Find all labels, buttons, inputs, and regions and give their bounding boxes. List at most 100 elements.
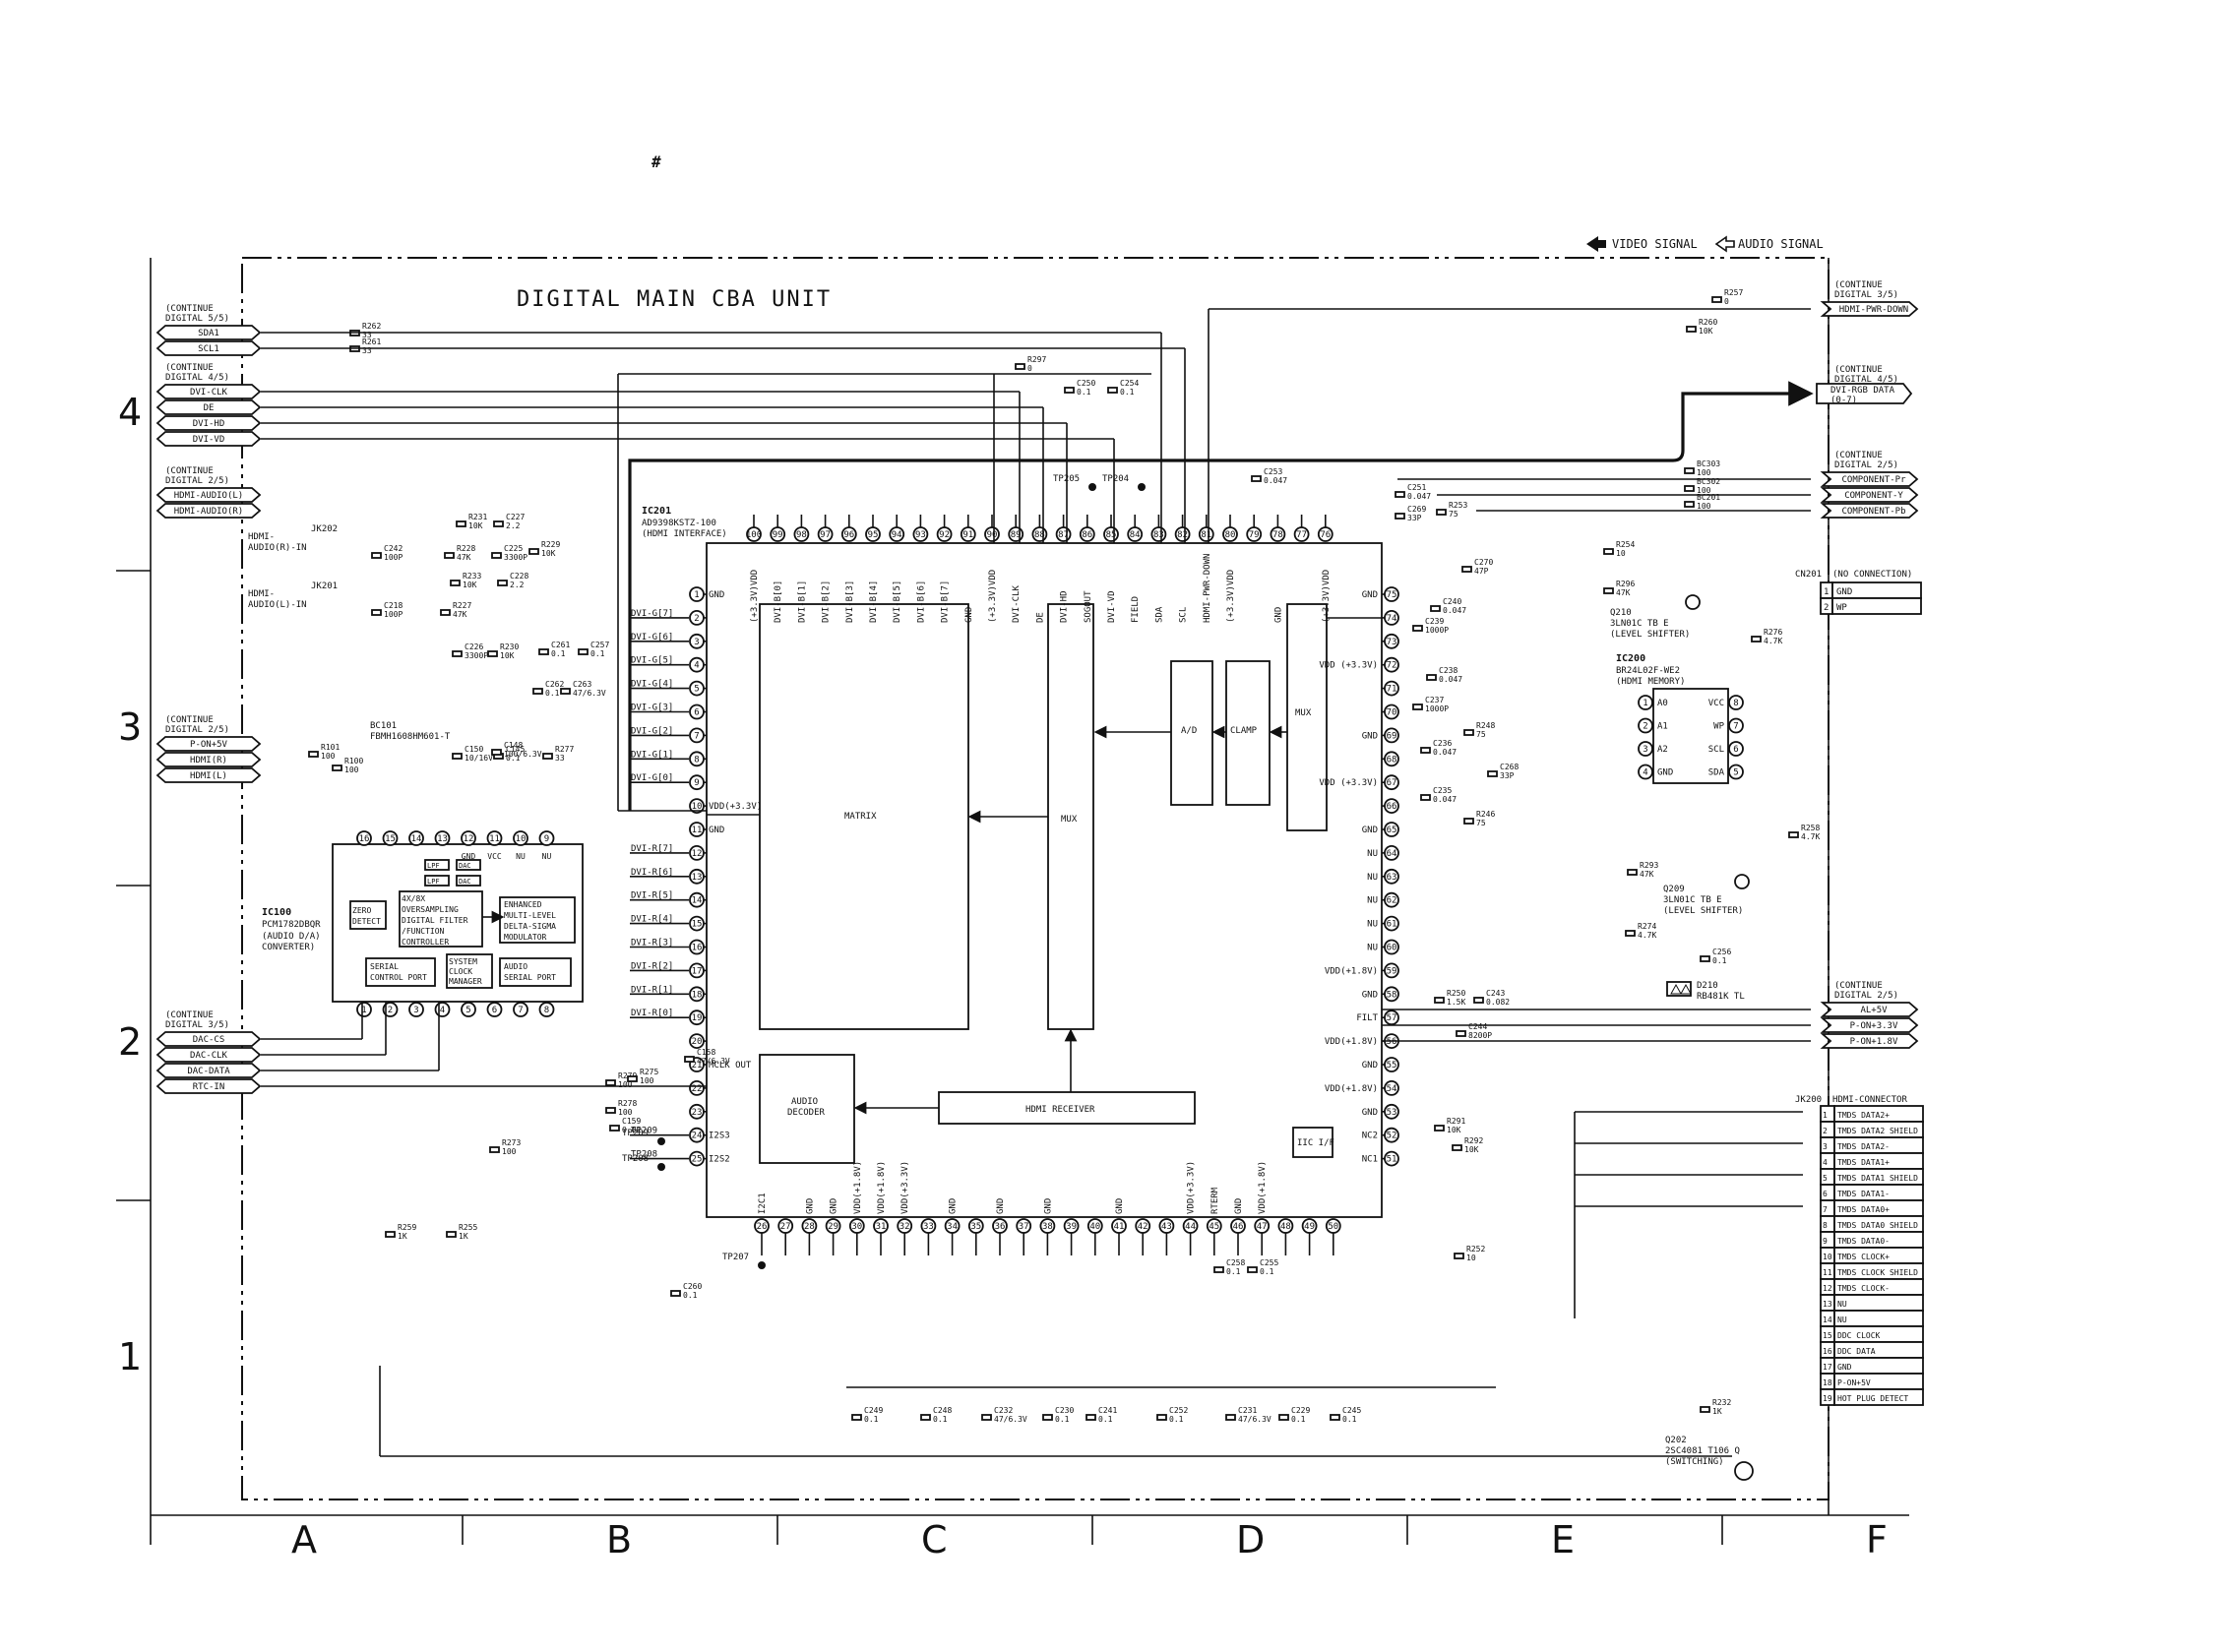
component-ref: R254 [1616,540,1635,549]
pin-number: 54 [1387,1084,1397,1094]
component-value: 4.7K [1801,832,1820,841]
pin-circle [1254,1218,1271,1234]
pin-number: 1 [1823,1111,1828,1120]
pin-circle [689,1150,705,1167]
pin-number: 49 [1304,1222,1315,1232]
net-label: TP208 [631,1150,657,1160]
component-value: 75 [1449,510,1458,519]
pin-label: GND [709,826,724,835]
component-symbol [670,1290,681,1297]
pin-circle [689,798,705,814]
component-symbol [1225,1414,1236,1421]
transistor-q210: Q210 3LN01C TB E (LEVEL SHIFTER) [1610,594,1701,640]
pin-number: 2 [1643,722,1647,732]
net-label: TP209 [631,1127,657,1136]
connector-tag [155,1031,262,1047]
q209-desc: (LEVEL SHIFTER) [1663,906,1743,916]
pin-circle [689,680,705,697]
pin-circle [936,526,953,542]
net-label: DVI-R[4] [631,915,673,925]
component-value: 0.047 [1433,795,1457,804]
jk202-ref: JK202 [311,524,338,534]
connector-note: DIGITAL 3/5) [1834,290,1898,300]
pin-label: SCL [1179,607,1189,623]
pin-circle [1728,741,1744,757]
pin-number: 92 [939,530,950,540]
ic201-ref: IC201 [642,506,671,517]
component-value: 8200P [1468,1031,1492,1040]
pin-circle [513,1002,528,1017]
pin-label: VDD(+3.3V) [709,802,762,812]
component-symbol [1461,566,1472,573]
jk-label-box [1833,1388,1924,1406]
component-ref: C254 [1120,379,1139,388]
cn201-ref: CN201 [1795,570,1822,580]
pin-label: NU [516,852,526,861]
component-value: 2.2 [506,521,521,530]
component-symbol [542,753,553,760]
component-ref: R277 [555,745,574,754]
jack-jk202: JK202 HDMI- AUDIO(R)-IN [248,524,338,553]
net-label: DVI-G[2] [631,726,673,736]
zero-detect-label: ZERO [352,906,371,915]
connector-label: RTC-IN [193,1082,225,1092]
component-value: 0.1 [1055,1415,1070,1424]
pin-label: GND [830,1198,839,1214]
component-symbol [371,552,382,559]
pin-label: FILT [1356,1013,1378,1023]
pin-circle [689,727,705,744]
pin-number: 14 [411,834,422,844]
test-point-label: TP207 [722,1253,749,1262]
pin-circle [1158,1218,1175,1234]
component-ref: BC302 [1697,477,1720,486]
connector-tag [155,415,262,431]
pin-number: 66 [1387,802,1397,812]
component-value: 47K [1640,870,1654,879]
connector-note: (CONTINUE [165,715,214,725]
component-value: 0.1 [590,649,605,658]
pin-label: DVI-B[4] [869,581,879,623]
filter-label: DIGITAL FILTER [402,916,468,925]
pin-number: 26 [757,1222,768,1232]
component-ref: C227 [506,513,525,521]
transistor-q209: Q209 3LN01C TB E (LEVEL SHIFTER) [1663,874,1750,916]
connector-label: P-ON+3.3V [1850,1021,1898,1031]
jk200: JK200 HDMI-CONNECTOR [1795,1095,1907,1105]
component-symbol [1603,548,1614,555]
component-symbol [487,650,498,657]
component-ref: C255 [1260,1258,1278,1267]
pin-number: 8 [694,755,699,765]
component-value: 0.047 [1439,675,1462,684]
pin-circle [1384,986,1399,1003]
d210-ref: D210 [1697,981,1718,991]
pin-number: 60 [1387,944,1397,953]
pin-label: VCC [1708,699,1724,708]
component-ref: R293 [1640,861,1658,870]
pin-circle [1016,1218,1032,1234]
component-ref: R262 [362,322,381,331]
pin-circle [1384,633,1399,649]
component-ref: R252 [1466,1245,1485,1254]
filter-label: 4X/8X [402,894,425,903]
component-value: 10K [1699,327,1713,336]
pin-circle [1384,656,1399,673]
component-symbol [308,751,319,758]
matrix-label: MATRIX [844,812,877,822]
pin-label: (+3.3V)VDD [988,570,998,623]
pin-label: VDD(+1.8V) [1325,1084,1378,1094]
pin-label: SCL [1708,745,1724,755]
net-label: DVI-G[0] [631,773,673,783]
pin-label: DVI-VD [1107,590,1117,623]
pin-label: NU [1837,1315,1847,1324]
connector-note: (CONTINUE [165,304,214,314]
pin-label: TMDS DATA2+ [1837,1111,1890,1120]
connector-note: DIGITAL 5/5) [165,314,229,324]
connector-note: (CONTINUE [1834,981,1883,991]
pin-label: NU [1367,849,1378,859]
component-value: 47/6.3V [1238,1415,1272,1424]
pin-circle [1135,1218,1151,1234]
component-ref: C263 [573,680,591,689]
pin-circle [1384,774,1399,791]
